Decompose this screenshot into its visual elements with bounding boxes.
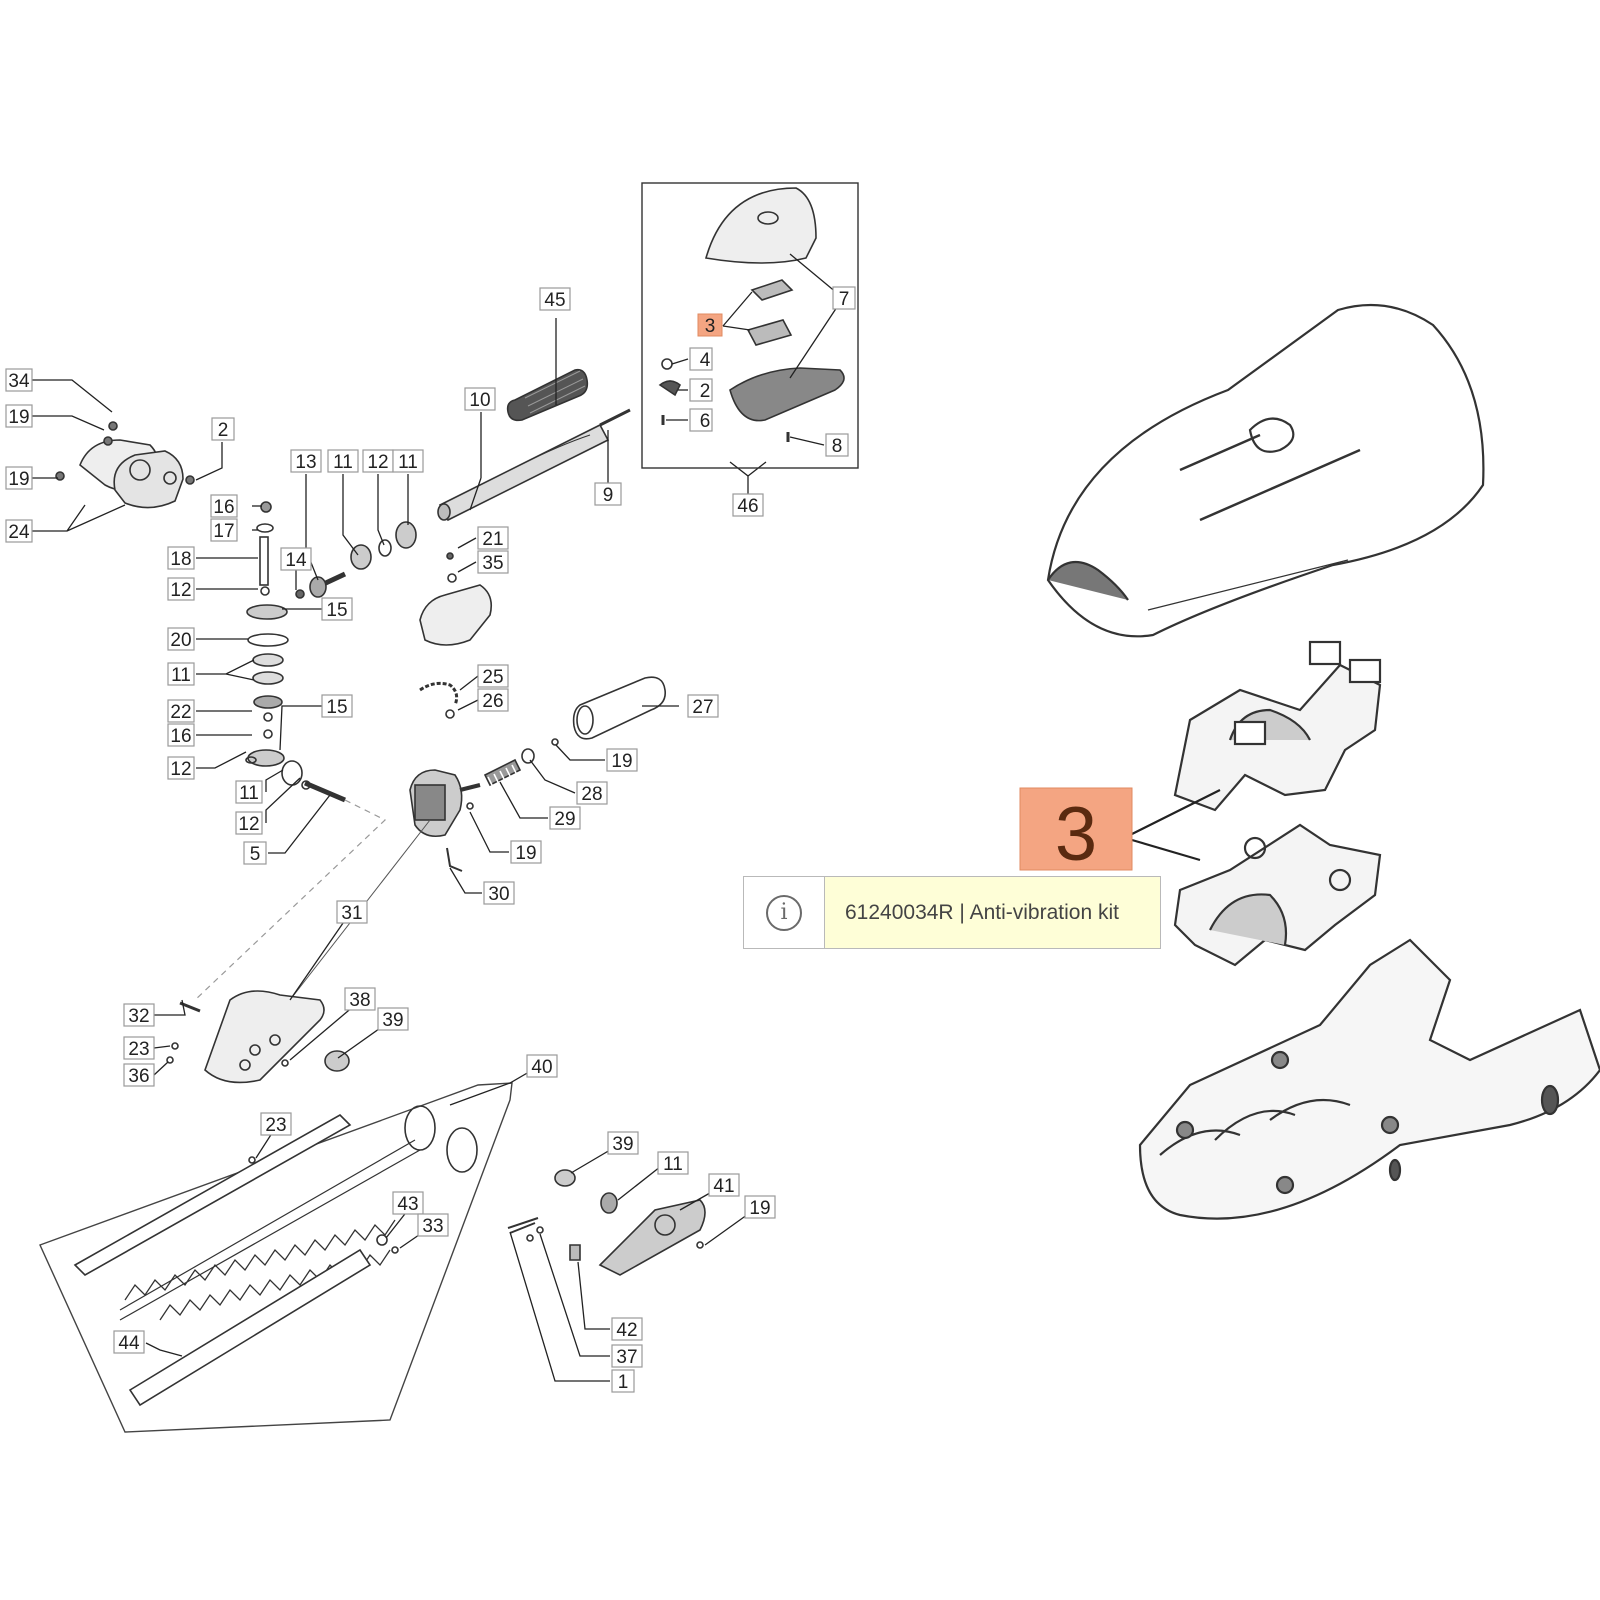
callout-label: 32 — [128, 1006, 149, 1027]
large-lower-bracket — [1173, 823, 1382, 967]
callout-label: 21 — [482, 529, 503, 550]
part-cable — [419, 681, 459, 719]
callout-label: 33 — [422, 1216, 443, 1237]
callout-label: 12 — [170, 759, 191, 780]
callout-label: 37 — [616, 1347, 637, 1368]
callout-label: 41 — [713, 1176, 734, 1197]
callout-label: 11 — [663, 1154, 683, 1175]
callout-label: 2 — [218, 420, 229, 441]
callout-label: 14 — [285, 550, 307, 571]
callout-label: 39 — [382, 1010, 403, 1031]
highlight-box-large — [1019, 787, 1133, 871]
callout-label: 44 — [118, 1333, 140, 1354]
callout-label: 8 — [832, 436, 843, 457]
callout-label: 25 — [482, 667, 503, 688]
callout-label: 1 — [618, 1372, 629, 1393]
callout-label: 12 — [238, 814, 259, 835]
part-drive-coupling — [309, 521, 417, 598]
part-grip-sleeve — [506, 368, 589, 422]
callout-label-highlighted: 3 — [705, 316, 716, 337]
callout-label: 43 — [397, 1194, 418, 1215]
callout-label: 9 — [603, 485, 614, 506]
large-lower-housing — [1138, 938, 1600, 1220]
callout-label: 2 — [700, 381, 711, 402]
callout-label: 17 — [213, 521, 234, 542]
callout-boxes — [5, 286, 856, 1393]
callout-label: 31 — [341, 903, 362, 924]
callout-label: 42 — [616, 1320, 637, 1341]
callout-label: 16 — [213, 497, 234, 518]
part-rear-handle — [572, 676, 667, 740]
callout-label: 6 — [700, 411, 711, 432]
callout-label: 13 — [295, 452, 316, 473]
callout-label: 26 — [482, 691, 503, 712]
callout-label: 46 — [737, 496, 758, 517]
part-spring — [466, 738, 559, 810]
part-engine-block — [409, 769, 481, 838]
callout-label: 12 — [170, 580, 191, 601]
callout-label: 11 — [333, 452, 353, 473]
callout-label: 18 — [170, 549, 191, 570]
callout-label: 5 — [250, 844, 261, 865]
parts-drawings — [39, 187, 1600, 1433]
part-gear-housing — [55, 421, 195, 509]
callout-label: 16 — [170, 726, 191, 747]
callout-label: 15 — [326, 697, 347, 718]
callout-label: 29 — [554, 809, 575, 830]
callout-label: 40 — [531, 1057, 552, 1078]
callout-label: 11 — [398, 452, 418, 473]
callout-label: 19 — [749, 1198, 770, 1219]
callout-label: 38 — [349, 990, 370, 1011]
callout-label: 4 — [700, 350, 711, 371]
callout-label: 36 — [128, 1066, 149, 1087]
callout-label: 23 — [265, 1115, 286, 1136]
callout-label: 19 — [8, 407, 29, 428]
callout-label: 20 — [170, 630, 191, 651]
callout-label: 34 — [8, 371, 30, 392]
callout-label: 10 — [469, 390, 490, 411]
inset-parts — [658, 187, 845, 442]
part-shaft-stack — [245, 501, 346, 803]
callout-label: 19 — [611, 751, 632, 772]
part-blade-cover — [507, 1169, 706, 1276]
part-rod — [446, 847, 463, 872]
callout-label: 45 — [544, 290, 565, 311]
callout-label: 7 — [839, 289, 850, 310]
info-circle-icon[interactable]: i — [766, 894, 802, 931]
large-upper-bracket — [1173, 640, 1382, 812]
callout-label: 24 — [8, 522, 30, 543]
assembly-guide-line — [194, 799, 387, 1001]
highlight-box-small — [697, 313, 723, 337]
part-blade-assembly — [39, 1082, 513, 1433]
callout-label: 15 — [326, 600, 347, 621]
callout-label: 28 — [581, 784, 602, 805]
highlight-callout-label: 3 — [1055, 792, 1097, 877]
callout-label: 23 — [128, 1039, 149, 1060]
callout-label: 12 — [367, 452, 388, 473]
part-gearbox — [166, 990, 350, 1084]
callout-label: 19 — [8, 469, 29, 490]
inset-frame — [641, 182, 859, 469]
tooltip-text: 61240034R | Anti-vibration kit — [825, 877, 1160, 948]
large-top-cover — [1046, 303, 1485, 638]
part-throttle-housing — [419, 552, 493, 646]
callout-label: 11 — [239, 783, 259, 804]
callout-label: 27 — [692, 697, 713, 718]
callout-label: 35 — [482, 553, 503, 574]
callout-label: 11 — [171, 665, 191, 686]
callout-label: 19 — [515, 843, 536, 864]
tooltip-icon-cell: i — [744, 877, 825, 948]
part-info-tooltip: i 61240034R | Anti-vibration kit — [743, 876, 1161, 949]
callout-labels: 34 19 19 24 2 16 17 18 12 14 13 11 12 11… — [8, 289, 1097, 1393]
callout-label: 39 — [612, 1134, 633, 1155]
callout-label: 30 — [488, 884, 509, 905]
callout-label: 22 — [170, 702, 191, 723]
